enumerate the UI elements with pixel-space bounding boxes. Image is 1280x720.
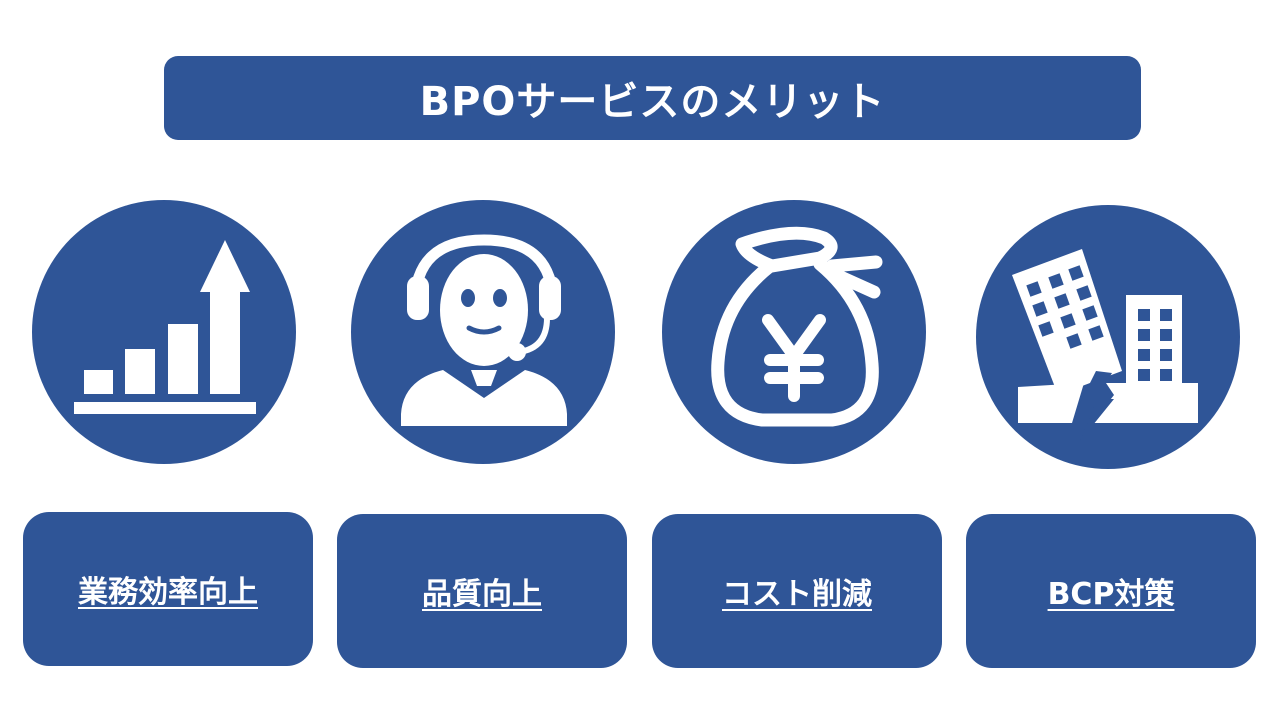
headset-operator-icon [401,234,567,426]
benefit-circle-quality [351,200,615,464]
growth-chart-icon [74,240,256,414]
card-efficiency[interactable]: 業務効率向上 [23,512,313,666]
label-efficiency[interactable]: 業務効率向上 [78,575,258,610]
label-quality[interactable]: 品質向上 [422,577,542,612]
yen-money-bag-icon [711,226,883,427]
card-quality[interactable]: 品質向上 [337,514,627,668]
benefit-circle-efficiency [32,200,296,464]
earthquake-building-icon [1012,249,1198,441]
benefit-circle-cost [662,200,926,464]
card-cost[interactable]: コスト削減 [652,514,942,668]
page-title: BPOサービスのメリット [164,56,1141,140]
card-bcp[interactable]: BCP対策 [966,514,1256,668]
benefit-circle-bcp [976,205,1240,469]
label-cost[interactable]: コスト削減 [722,577,872,612]
label-bcp[interactable]: BCP対策 [1047,577,1175,612]
